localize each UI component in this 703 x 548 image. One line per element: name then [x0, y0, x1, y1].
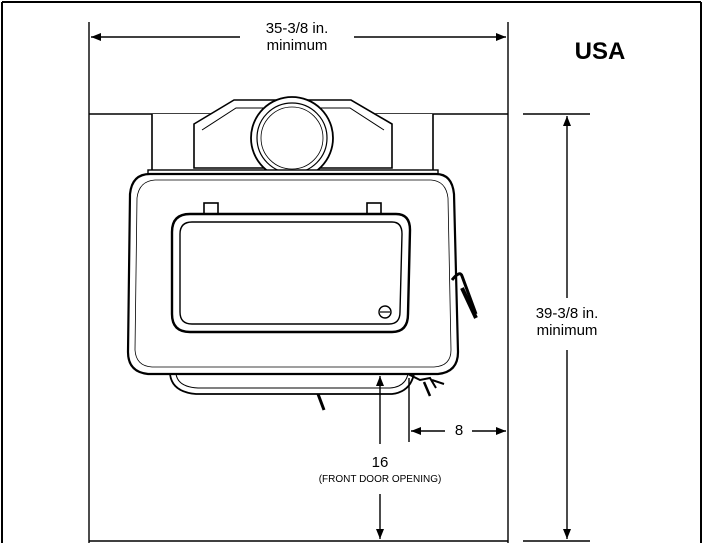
- width-dimension-value: 35-3/8 in.: [265, 20, 329, 37]
- depth-dimension-value: 39-3/8 in.: [535, 305, 599, 322]
- front-clearance-note: (FRONT DOOR OPENING): [318, 474, 442, 485]
- side-clearance-label: 8: [448, 422, 470, 440]
- region-label: USA: [574, 38, 626, 65]
- front-clearance-value: 16: [365, 454, 395, 472]
- width-dimension-qualifier: minimum: [266, 37, 328, 55]
- depth-dimension-label: 39-3/8 in. minimum: [525, 305, 609, 340]
- side-clearance-dimension-line: [408, 378, 506, 442]
- depth-dimension-qualifier: minimum: [536, 322, 598, 340]
- stove-body: [126, 96, 478, 411]
- width-dimension-label: 35-3/8 in. minimum: [240, 20, 354, 55]
